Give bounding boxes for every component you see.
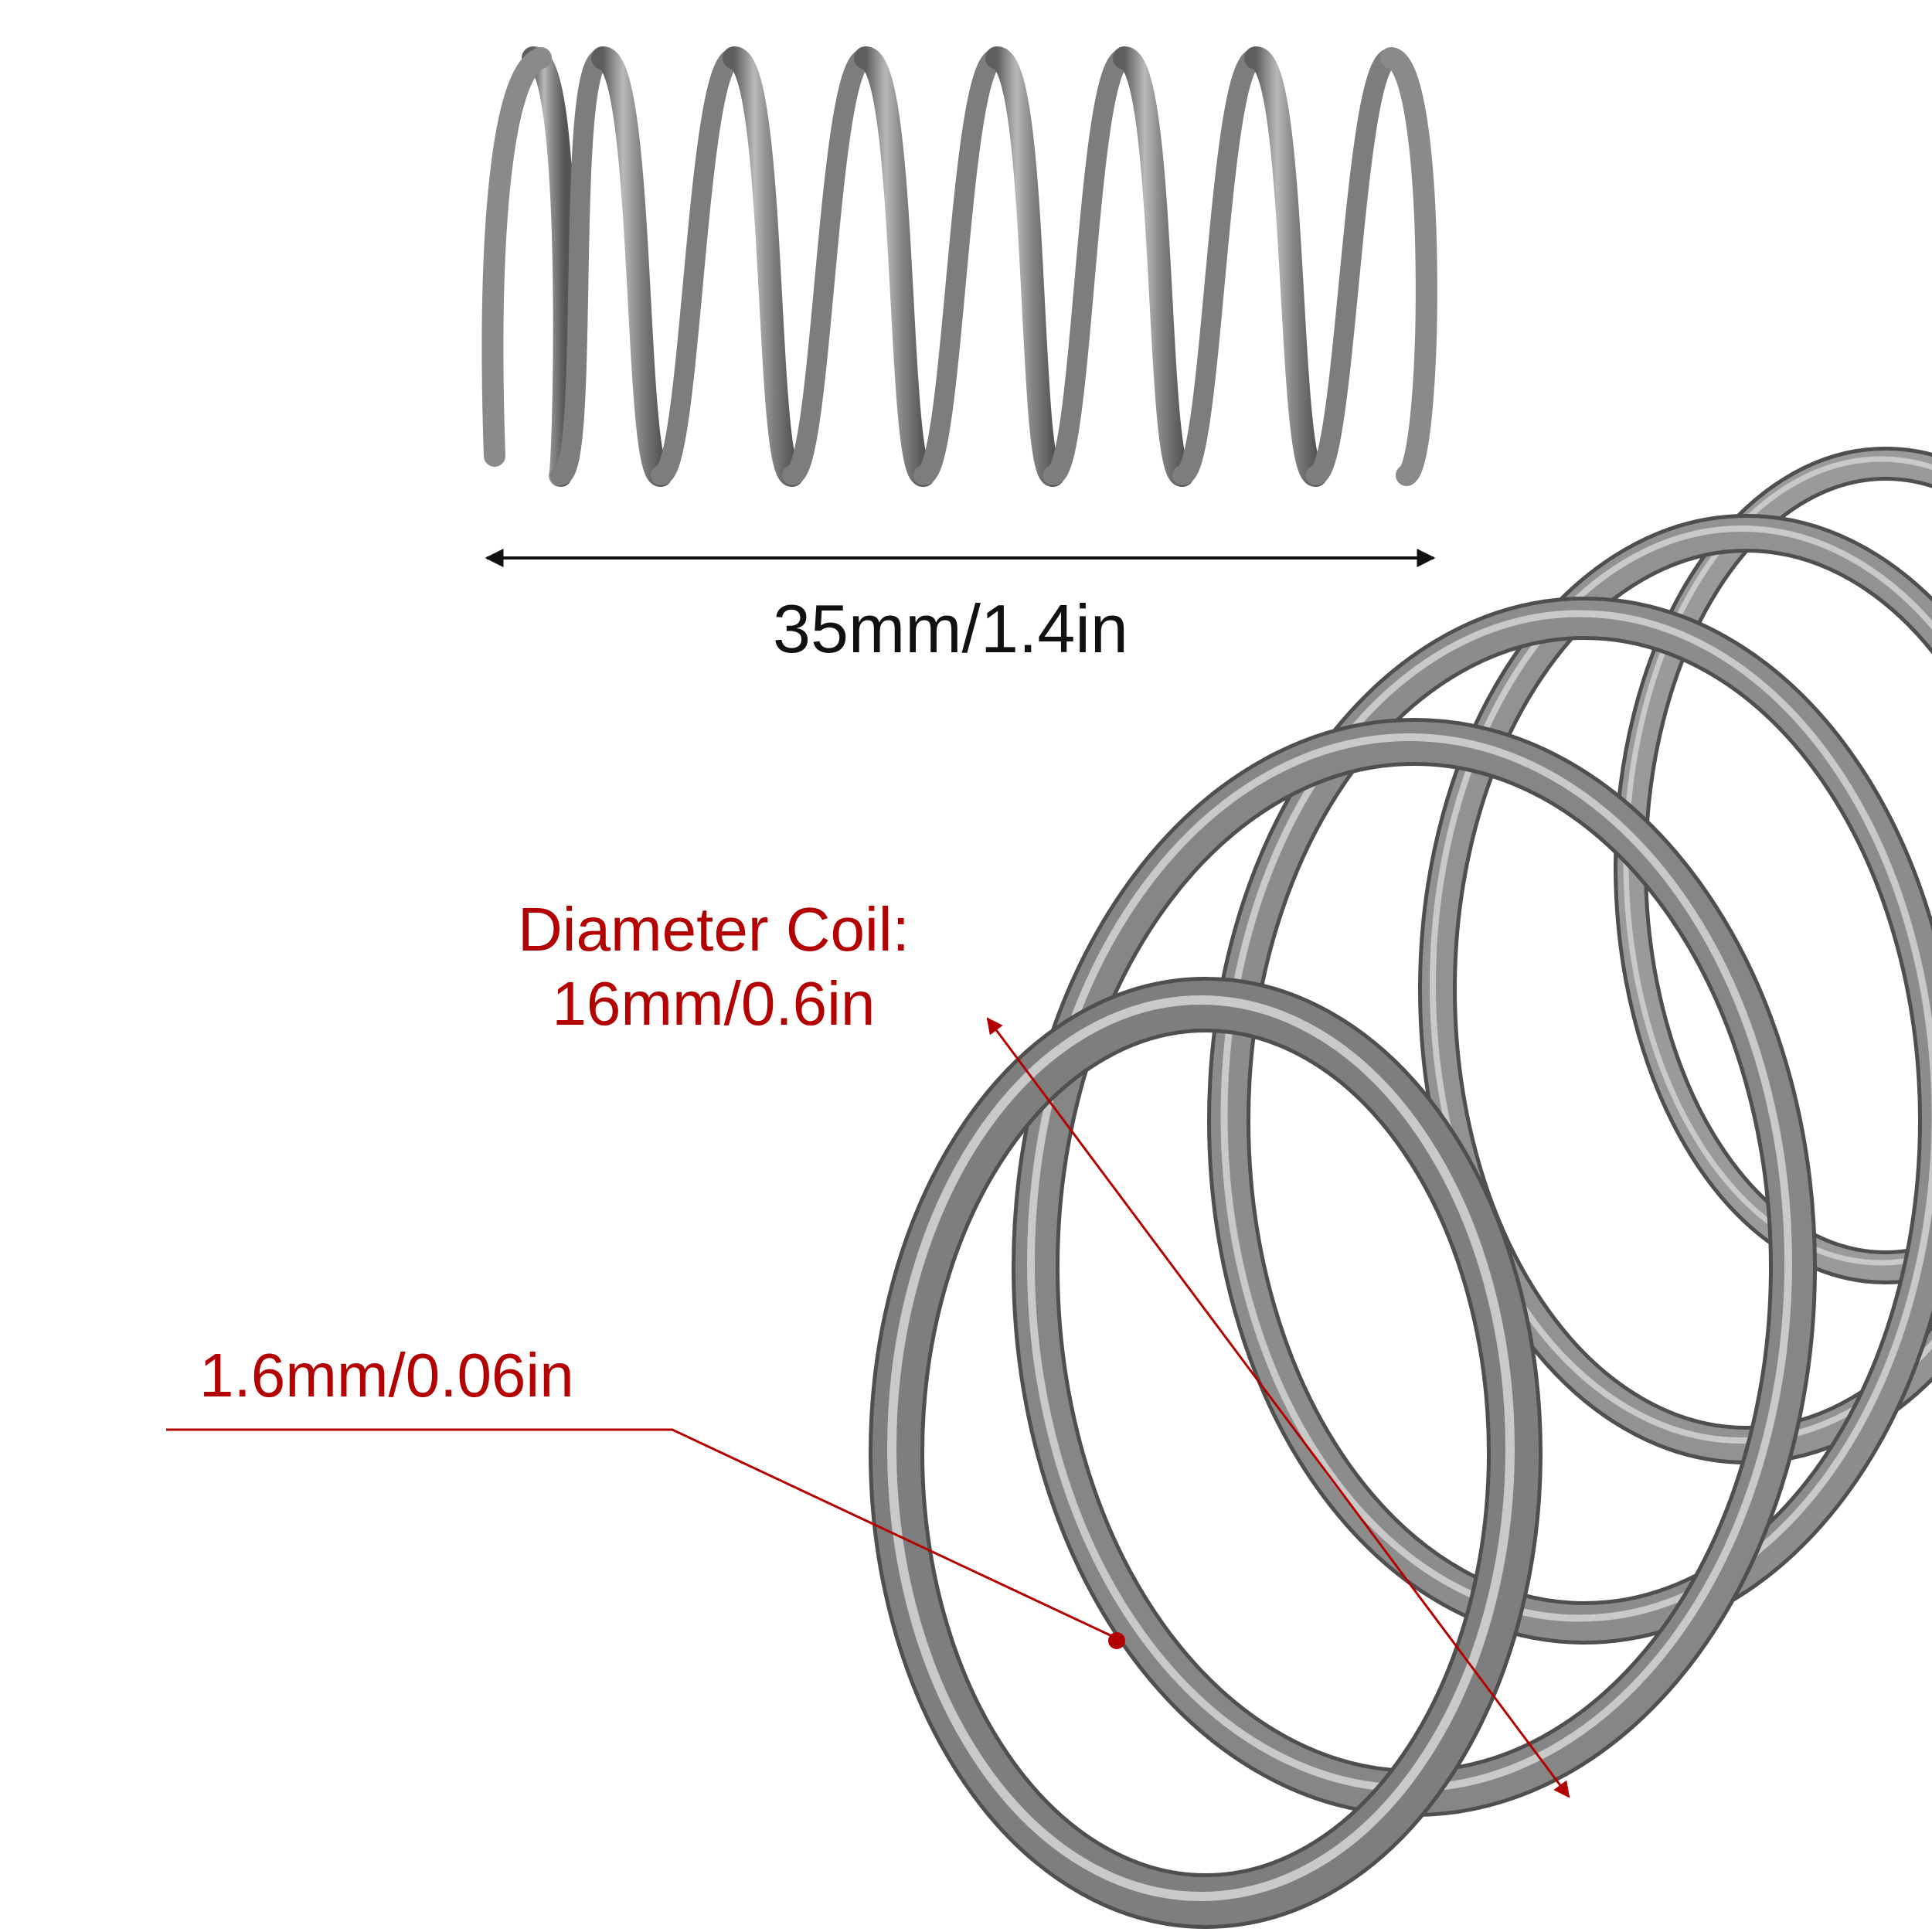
wire-diameter-leader-line — [166, 1428, 1117, 1640]
coil-diameter-value: 16mm/0.6in — [552, 969, 876, 1038]
wire-diameter-leader-dot — [1108, 1632, 1125, 1649]
small-spring-coil-back — [1305, 48, 1401, 485]
small-spring-coil-back — [782, 48, 876, 485]
small-spring-coil-back — [550, 48, 613, 485]
small-spring-coil-front — [723, 46, 804, 487]
small-spring-coil-front — [854, 46, 935, 487]
small-spring-coil-back — [651, 48, 744, 485]
coil-diameter-title: Diameter Coil: — [518, 895, 910, 964]
small-spring-coil-front — [1113, 46, 1194, 487]
wire-diameter-label: 1.6mm/0.06in — [199, 1341, 574, 1410]
small-spring-end-coil — [1380, 47, 1437, 486]
large-spring-coil-highlight — [1430, 526, 1932, 1444]
small-spring-end-coil — [481, 47, 552, 467]
small-spring-coil-back — [913, 48, 1007, 485]
length-label: 35mm/1.4in — [773, 590, 1128, 667]
small-spring-coil-back — [1172, 48, 1266, 485]
small-spring-coil-front — [985, 46, 1065, 487]
small-spring-coil-front — [1244, 46, 1328, 487]
coil-diameter-dimension-line — [986, 1017, 1570, 1798]
coil-diameter-label: Diameter Coil: 16mm/0.6in — [518, 893, 910, 1041]
small-spring-coil-back — [1043, 48, 1134, 485]
small-spring-coil-front — [591, 46, 672, 487]
